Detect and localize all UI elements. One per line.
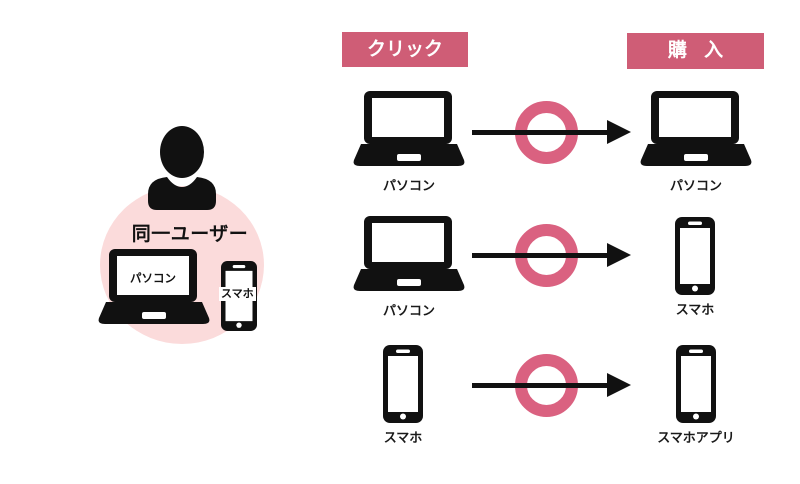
row2-arrow-line [472, 253, 608, 258]
user-laptop-label: パソコン [130, 273, 176, 285]
purchase-header: 購 入 [627, 33, 764, 69]
row1-arrow-head-icon [607, 120, 631, 144]
row1-target-label: パソコン [669, 178, 722, 193]
row2-target-label: スマホ [675, 302, 715, 317]
row1-arrow-line [472, 130, 608, 135]
row2-source-label: パソコン [382, 303, 435, 318]
person-icon [148, 126, 216, 210]
user-smartphone-label: スマホ [219, 287, 256, 301]
row2-arrow-head-icon [607, 243, 631, 267]
row1-target-laptop-icon [640, 91, 752, 166]
row3-arrow-line [472, 383, 608, 388]
row2-source-laptop-icon [353, 216, 465, 291]
click-header: クリック [342, 32, 468, 67]
row3-source-label: スマホ [383, 430, 423, 445]
row2-target-phone-icon [675, 217, 715, 295]
row1-source-label: パソコン [382, 178, 435, 193]
row3-target-phone-icon [676, 345, 716, 423]
same-user-label: 同一ユーザー [131, 224, 249, 245]
row3-arrow-head-icon [607, 373, 631, 397]
row3-target-label: スマホアプリ [657, 430, 735, 445]
user-laptop-icon [98, 249, 210, 324]
row3-source-phone-icon [383, 345, 423, 423]
row1-source-laptop-icon [353, 91, 465, 166]
